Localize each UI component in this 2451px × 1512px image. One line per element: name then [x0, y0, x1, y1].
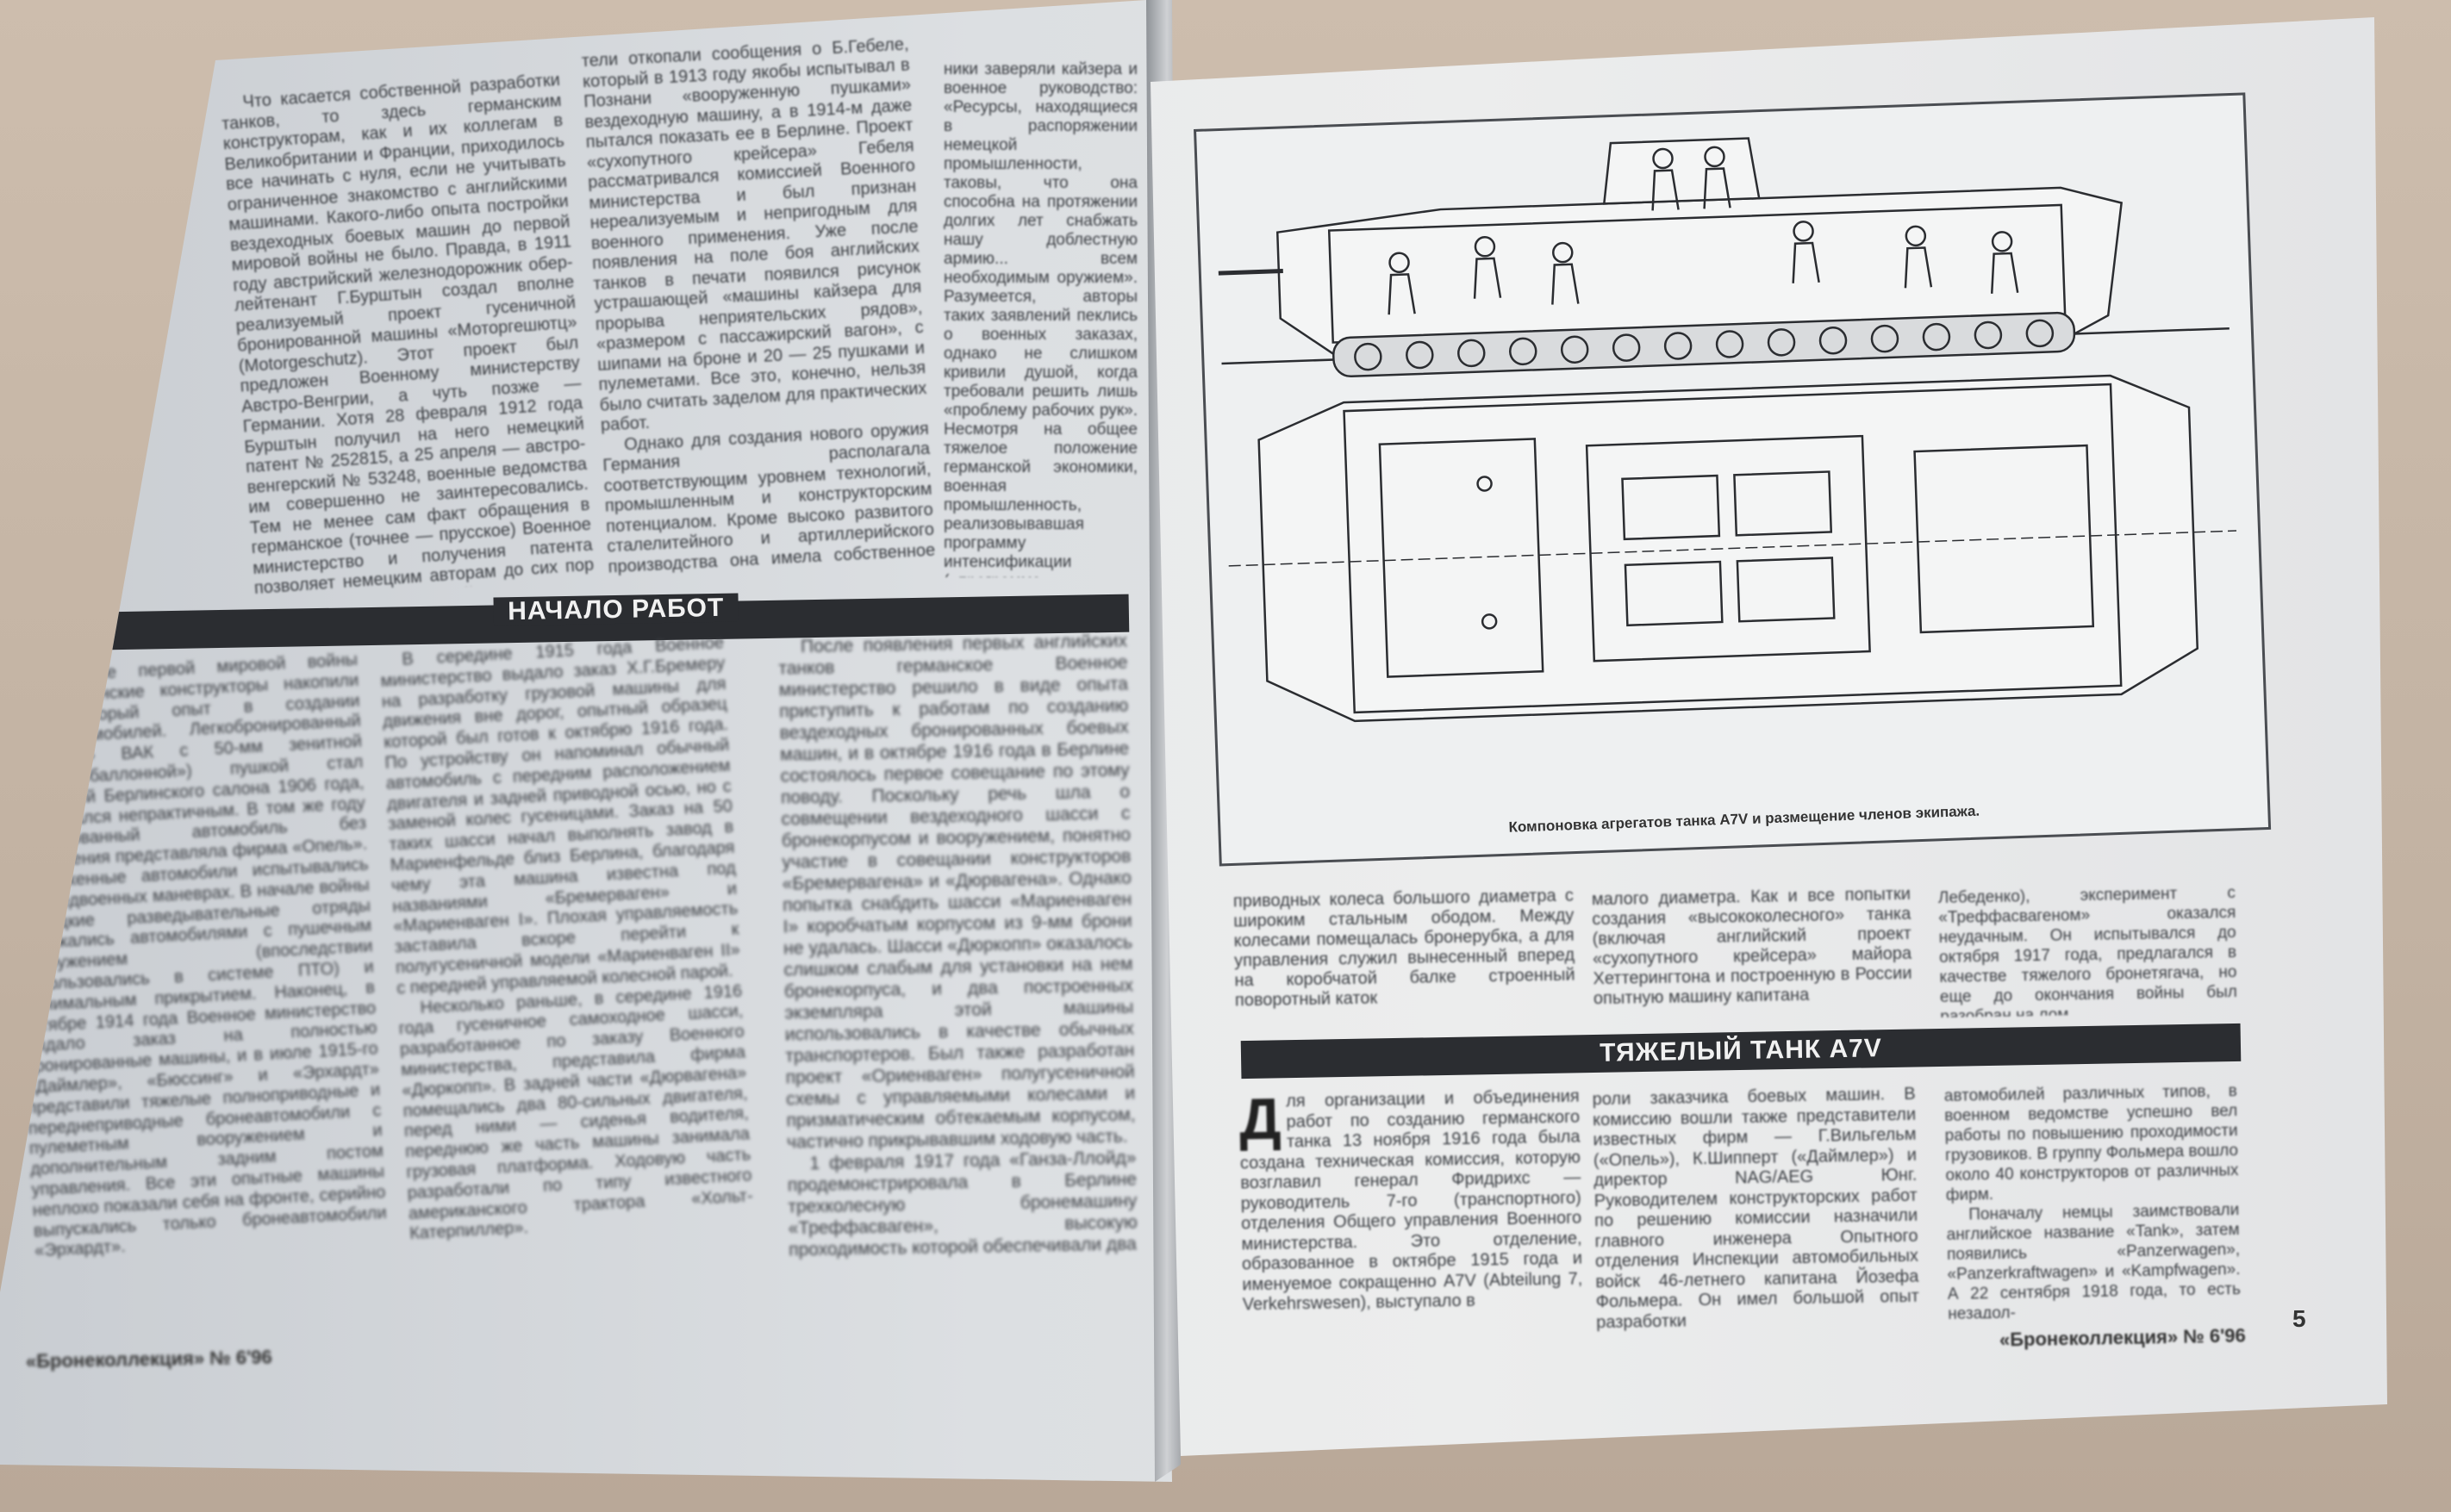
engine-right — [1733, 470, 1833, 537]
paragraph: малого диаметра. Как и все попытки созда… — [1591, 884, 1912, 1009]
ammo-stowage — [1378, 438, 1544, 678]
road-wheel — [1818, 327, 1848, 355]
left-top-column-1: Что касается собственной разработки танк… — [220, 70, 596, 602]
crew-member — [1990, 231, 2019, 294]
crew-member — [1551, 241, 1580, 305]
paragraph: приводных колеса большого диаметра с шир… — [1232, 886, 1575, 1011]
right-top-column-3: Лебеденко), эксперимент с «Треффасвагено… — [1938, 883, 2238, 1017]
crew-member — [1703, 146, 1731, 209]
crew-member — [1792, 221, 1820, 283]
right-bottom-column-1: Д ля организации и объединения работ по … — [1238, 1087, 1583, 1343]
tank-a7v-diagram: Компоновка агрегатов танка A7V и размеще… — [1194, 92, 2272, 867]
left-top-column-3: ники заверяли кайзера и военное руководс… — [944, 60, 1138, 577]
section-heading: ТЯЖЕЛЫЙ ТАНК A7V — [1599, 1034, 1883, 1067]
engine-block — [1585, 434, 1871, 663]
paragraph: автомобилей различных типов, в военном в… — [1943, 1082, 2239, 1204]
transmission — [1913, 444, 2095, 634]
road-wheel — [1715, 330, 1744, 358]
road-wheel — [1354, 342, 1382, 371]
right-bottom-column-3: автомобилей различных типов, в военном в… — [1944, 1081, 2242, 1319]
paragraph: Несколько раньше, в середине 1916 года г… — [398, 981, 754, 1244]
hatch — [1481, 613, 1498, 630]
road-wheel — [1508, 337, 1537, 366]
track-assembly — [1332, 311, 2076, 378]
road-wheels — [1354, 319, 2055, 371]
crew-member — [1904, 225, 1933, 289]
road-wheel — [1406, 340, 1434, 370]
paragraph: В середине 1915 года Военное министерств… — [380, 633, 741, 999]
crew-member — [1388, 252, 1416, 315]
road-wheel — [1663, 332, 1693, 360]
paragraph: тели откопали сообщения о Б.Гебеле, кото… — [581, 34, 927, 435]
left-bottom-column-3: После появления первых английских танков… — [778, 631, 1139, 1352]
tank-cutaway-drawing — [1218, 137, 2237, 723]
page-footer: «Бронеколлекция» № 6'96 — [25, 1346, 272, 1372]
paragraph: Однако для создания нового оружия Герман… — [602, 419, 936, 577]
crew-member — [1473, 236, 1502, 299]
road-wheel — [2025, 319, 2055, 348]
paragraph: роли заказчика боевых машин. В комиссию … — [1592, 1084, 1919, 1332]
engine-right-2 — [1736, 557, 1836, 623]
drop-cap: Д — [1238, 1086, 1282, 1153]
road-wheel — [1974, 320, 2003, 350]
section-heading: НАЧАЛО РАБОТ — [493, 593, 739, 626]
commander-cupola — [1602, 137, 1761, 205]
engine-left-2 — [1624, 560, 1724, 627]
paragraph: Лебеденко), эксперимент с «Треффасвагено… — [1937, 884, 2238, 1017]
left-top-column-2: тели откопали сообщения о Б.Гебеле, кото… — [581, 34, 935, 576]
right-top-column-1: приводных колеса большого диаметра с шир… — [1233, 887, 1576, 1022]
paragraph: ля организации и объединения работ по со… — [1239, 1086, 1583, 1315]
road-wheel — [1612, 333, 1641, 362]
page-number: 5 — [2292, 1305, 2306, 1332]
engine-left — [1621, 474, 1721, 541]
road-wheel — [1457, 339, 1486, 368]
page-footer: «Бронеколлекция» № 6'96 — [1999, 1324, 2246, 1351]
road-wheel — [1767, 328, 1796, 357]
paragraph: Что касается собственной разработки танк… — [221, 70, 596, 602]
section-heading-bar: ТЯЖЕЛЫЙ ТАНК A7V — [1240, 1023, 2242, 1080]
road-wheel — [1922, 322, 1951, 352]
road-wheel — [1870, 324, 1899, 353]
paragraph: 1 февраля 1917 года «Ганза-Ллойд» продем… — [787, 1148, 1138, 1260]
paragraph: Поначалу немцы заимствовали английское н… — [1946, 1201, 2242, 1319]
crew-member — [1651, 147, 1680, 211]
top-view-hull — [1257, 374, 2199, 723]
paragraph: После появления первых английских танков… — [778, 631, 1136, 1153]
left-bottom-column-2: В середине 1915 года Военное министерств… — [379, 633, 758, 1322]
crew-figures — [1388, 146, 2019, 315]
hatch — [1476, 476, 1493, 492]
road-wheel — [1560, 335, 1589, 364]
right-bottom-column-2: роли заказчика боевых машин. В комиссию … — [1592, 1085, 1919, 1341]
paragraph: ники заверяли кайзера и военное руководс… — [944, 60, 1138, 577]
center-line — [1228, 530, 2237, 567]
gun-barrel — [1218, 268, 1283, 276]
right-top-column-2: малого диаметра. Как и все попытки созда… — [1592, 885, 1913, 1019]
